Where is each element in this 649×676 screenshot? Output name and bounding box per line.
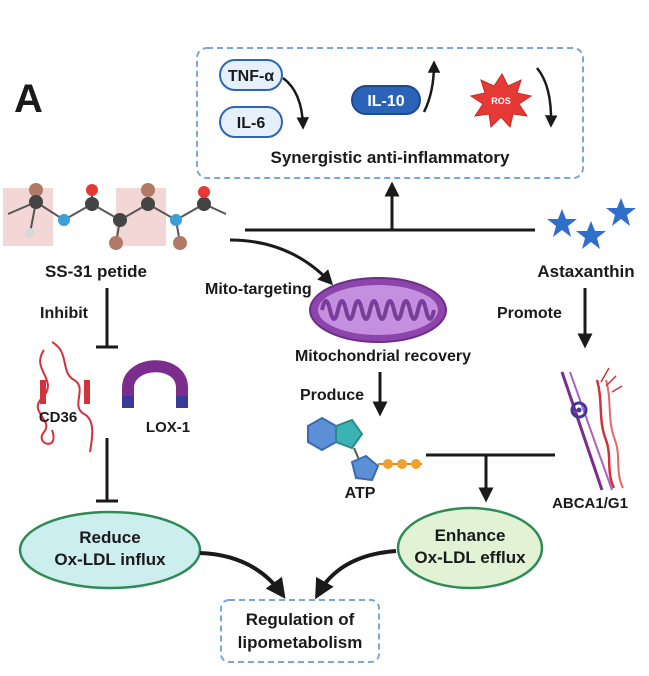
enhance-node <box>396 506 544 590</box>
cd36-receptor-icon <box>36 341 94 453</box>
cd36-helix <box>40 380 46 404</box>
atp-sugar <box>350 454 380 482</box>
atom-o <box>198 186 210 198</box>
atom-n <box>170 214 182 226</box>
anti-inflammatory-box: TNF-α IL-6 IL-10 ROS Synergistic anti-in… <box>196 47 584 179</box>
abca1-transporter-icon <box>560 367 624 491</box>
peptide-label: SS-31 petide <box>45 262 147 281</box>
cd36-strand <box>36 349 55 445</box>
mito-cristae <box>320 299 436 321</box>
reduce-node <box>18 510 202 590</box>
ss31-peptide-icon <box>3 183 227 250</box>
lox1-receptor-icon <box>122 360 188 408</box>
cd36-helix <box>84 380 90 404</box>
reduce-line2: Ox-LDL influx <box>54 550 166 569</box>
enhance-to-regulation-arrow <box>315 549 397 600</box>
mito-label: Mitochondrial recovery <box>295 348 471 365</box>
regulation-line2: lipometabolism <box>238 633 363 652</box>
panel-label: A <box>14 77 43 121</box>
enhance-line1: Enhance <box>435 526 506 545</box>
abcg1-strand <box>595 379 616 489</box>
astaxanthin-label: Astaxanthin <box>537 262 634 281</box>
mito-targeting-label: Mito-targeting <box>205 281 312 298</box>
top-box-border <box>196 47 584 179</box>
astaxanthin-stars-icon <box>547 198 636 249</box>
atom-c <box>141 197 155 211</box>
top-box-caption: Synergistic anti-inflammatory <box>270 148 510 167</box>
atp-hexagon <box>307 416 337 452</box>
regulation-line1: Regulation of <box>246 610 355 629</box>
lox1-leg <box>176 396 188 408</box>
abcg1-strand <box>605 379 624 489</box>
il10-pill <box>351 85 421 115</box>
abca1-ring-core <box>576 407 582 413</box>
atp-label: ATP <box>345 485 376 502</box>
up-arrow-il10 <box>422 60 441 113</box>
down-arrow-tnf-il6 <box>282 76 309 130</box>
atom-o <box>86 184 98 196</box>
regulation-box <box>220 599 380 663</box>
tnf-label: TNF-α <box>228 68 274 85</box>
mitochondrion-icon <box>309 277 447 343</box>
lox1-label: LOX-1 <box>146 419 190 436</box>
mito-targeting-arrow <box>229 238 334 286</box>
atom-r <box>109 236 123 250</box>
atom-r <box>141 183 155 197</box>
down-arrow-ros <box>536 67 558 128</box>
phosphate-icon <box>411 459 421 469</box>
il10-label: IL-10 <box>367 93 404 110</box>
atom-r <box>29 183 43 197</box>
il6-pill <box>219 106 283 138</box>
atp-molecule-icon <box>307 416 422 482</box>
star-icon <box>576 221 606 249</box>
tnf-pill <box>219 59 283 91</box>
il6-label: IL-6 <box>237 115 266 132</box>
star-icon <box>547 209 577 237</box>
phosphate-icon <box>383 459 393 469</box>
reduce-to-regulation-arrow <box>199 551 286 599</box>
atom-c <box>29 195 43 209</box>
atom-c <box>113 213 127 227</box>
cd36-label: CD36 <box>39 409 77 426</box>
abca1-ring <box>570 401 588 419</box>
produce-label: Produce <box>300 387 364 404</box>
enhance-line2: Ox-LDL efflux <box>414 548 526 567</box>
atom-h <box>25 228 35 238</box>
atp-pentagon <box>335 418 364 450</box>
cd36-strand <box>51 341 94 453</box>
atom-r <box>173 236 187 250</box>
abca1-strand <box>569 371 613 491</box>
ros-label: ROS <box>491 96 511 106</box>
reduce-line1: Reduce <box>79 528 140 547</box>
abca1-strand <box>560 371 604 491</box>
atom-n <box>58 214 70 226</box>
abcg1-fibers <box>600 367 623 393</box>
phosphate-icon <box>397 459 407 469</box>
atom-c <box>85 197 99 211</box>
lox1-leg <box>122 396 134 408</box>
atom-c <box>197 197 211 211</box>
abca1-label: ABCA1/G1 <box>552 495 628 512</box>
inhibit-label: Inhibit <box>40 305 89 322</box>
lox1-arch <box>122 360 188 398</box>
star-icon <box>606 198 636 226</box>
promote-label: Promote <box>497 305 562 322</box>
ros-burst-icon <box>469 73 533 129</box>
